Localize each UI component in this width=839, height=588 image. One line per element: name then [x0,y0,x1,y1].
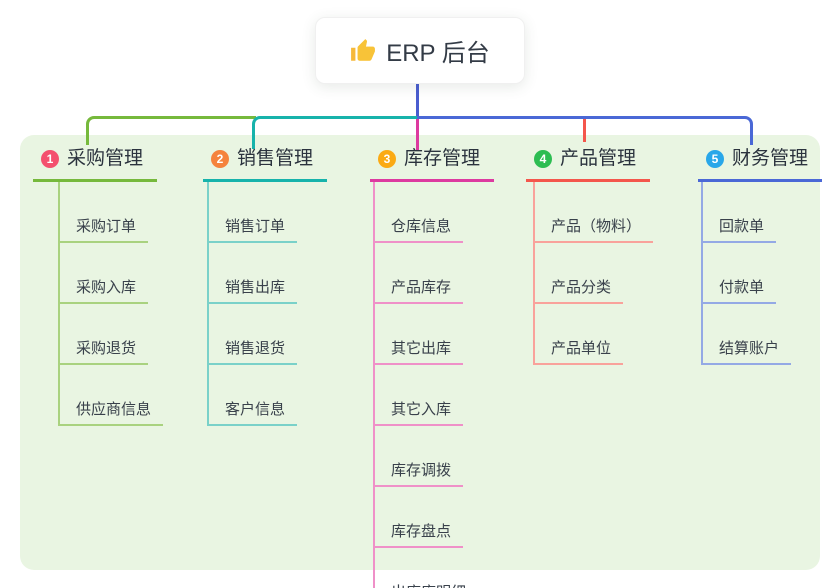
leaf-node[interactable]: 其它入库 [375,365,464,426]
branch-label: 采购管理 [67,148,144,169]
leaf-node[interactable]: 供应商信息 [60,365,164,426]
leaf-node[interactable]: 产品（物料） [535,182,654,243]
thumbs-up-icon [350,38,376,64]
mindmap-panel [20,135,820,570]
number-badge-sales: 2 [211,150,229,168]
number-badge-finance: 5 [706,150,724,168]
branch-node-purchase[interactable]: 1 采购管理 [33,146,158,182]
branch-sales: 2 销售管理销售订单销售出库销售退货客户信息 [203,146,328,426]
branch-node-sales[interactable]: 2 销售管理 [203,146,328,182]
number-badge-purchase: 1 [41,150,59,168]
leaf-node[interactable]: 采购退货 [60,304,149,365]
branch-node-inventory[interactable]: 3 库存管理 [370,146,495,182]
leaf-node[interactable]: 回款单 [703,182,777,243]
branch-label: 库存管理 [404,148,481,169]
branch-children-product: 产品（物料）产品分类产品单位 [533,182,654,365]
leaf-node[interactable]: 库存盘点 [375,487,464,548]
branch-finance: 5 财务管理回款单付款单结算账户 [698,146,823,365]
branch-children-inventory: 仓库信息产品库存其它出库其它入库库存调拨库存盘点出库库明细 [373,182,478,588]
number-badge-product: 4 [534,150,552,168]
connector-root-trunk [416,82,419,119]
root-node[interactable]: ERP 后台 [315,17,525,84]
connector-branch-finance [417,116,753,145]
number-badge-inventory: 3 [378,150,396,168]
leaf-node[interactable]: 销售订单 [209,182,298,243]
branch-children-purchase: 采购订单采购入库采购退货供应商信息 [58,182,164,426]
leaf-node[interactable]: 采购订单 [60,182,149,243]
leaf-node[interactable]: 结算账户 [703,304,792,365]
leaf-node[interactable]: 销售退货 [209,304,298,365]
branch-product: 4 产品管理产品（物料）产品分类产品单位 [526,146,654,365]
branch-node-finance[interactable]: 5 财务管理 [698,146,823,182]
leaf-node[interactable]: 其它出库 [375,304,464,365]
branch-purchase: 1 采购管理采购订单采购入库采购退货供应商信息 [33,146,164,426]
branch-label: 产品管理 [560,148,637,169]
branch-children-finance: 回款单付款单结算账户 [701,182,792,365]
root-title: ERP 后台 [386,40,490,67]
branch-label: 销售管理 [237,148,314,169]
connector-branch-purchase [86,116,256,145]
connector-branch-inventory [416,119,419,150]
leaf-node[interactable]: 客户信息 [209,365,298,426]
leaf-node[interactable]: 付款单 [703,243,777,304]
branch-node-product[interactable]: 4 产品管理 [526,146,651,182]
branch-label: 财务管理 [732,148,809,169]
branch-children-sales: 销售订单销售出库销售退货客户信息 [207,182,298,426]
leaf-node[interactable]: 采购入库 [60,243,149,304]
connector-branch-sales [252,116,421,149]
branch-inventory: 3 库存管理仓库信息产品库存其它出库其它入库库存调拨库存盘点出库库明细 [370,146,495,588]
leaf-node[interactable]: 产品单位 [535,304,624,365]
leaf-node[interactable]: 销售出库 [209,243,298,304]
leaf-node[interactable]: 产品分类 [535,243,624,304]
leaf-node[interactable]: 产品库存 [375,243,464,304]
leaf-node[interactable]: 库存调拨 [375,426,464,487]
connector-branch-product [583,119,586,142]
leaf-node[interactable]: 仓库信息 [375,182,464,243]
leaf-node[interactable]: 出库库明细 [375,548,478,588]
